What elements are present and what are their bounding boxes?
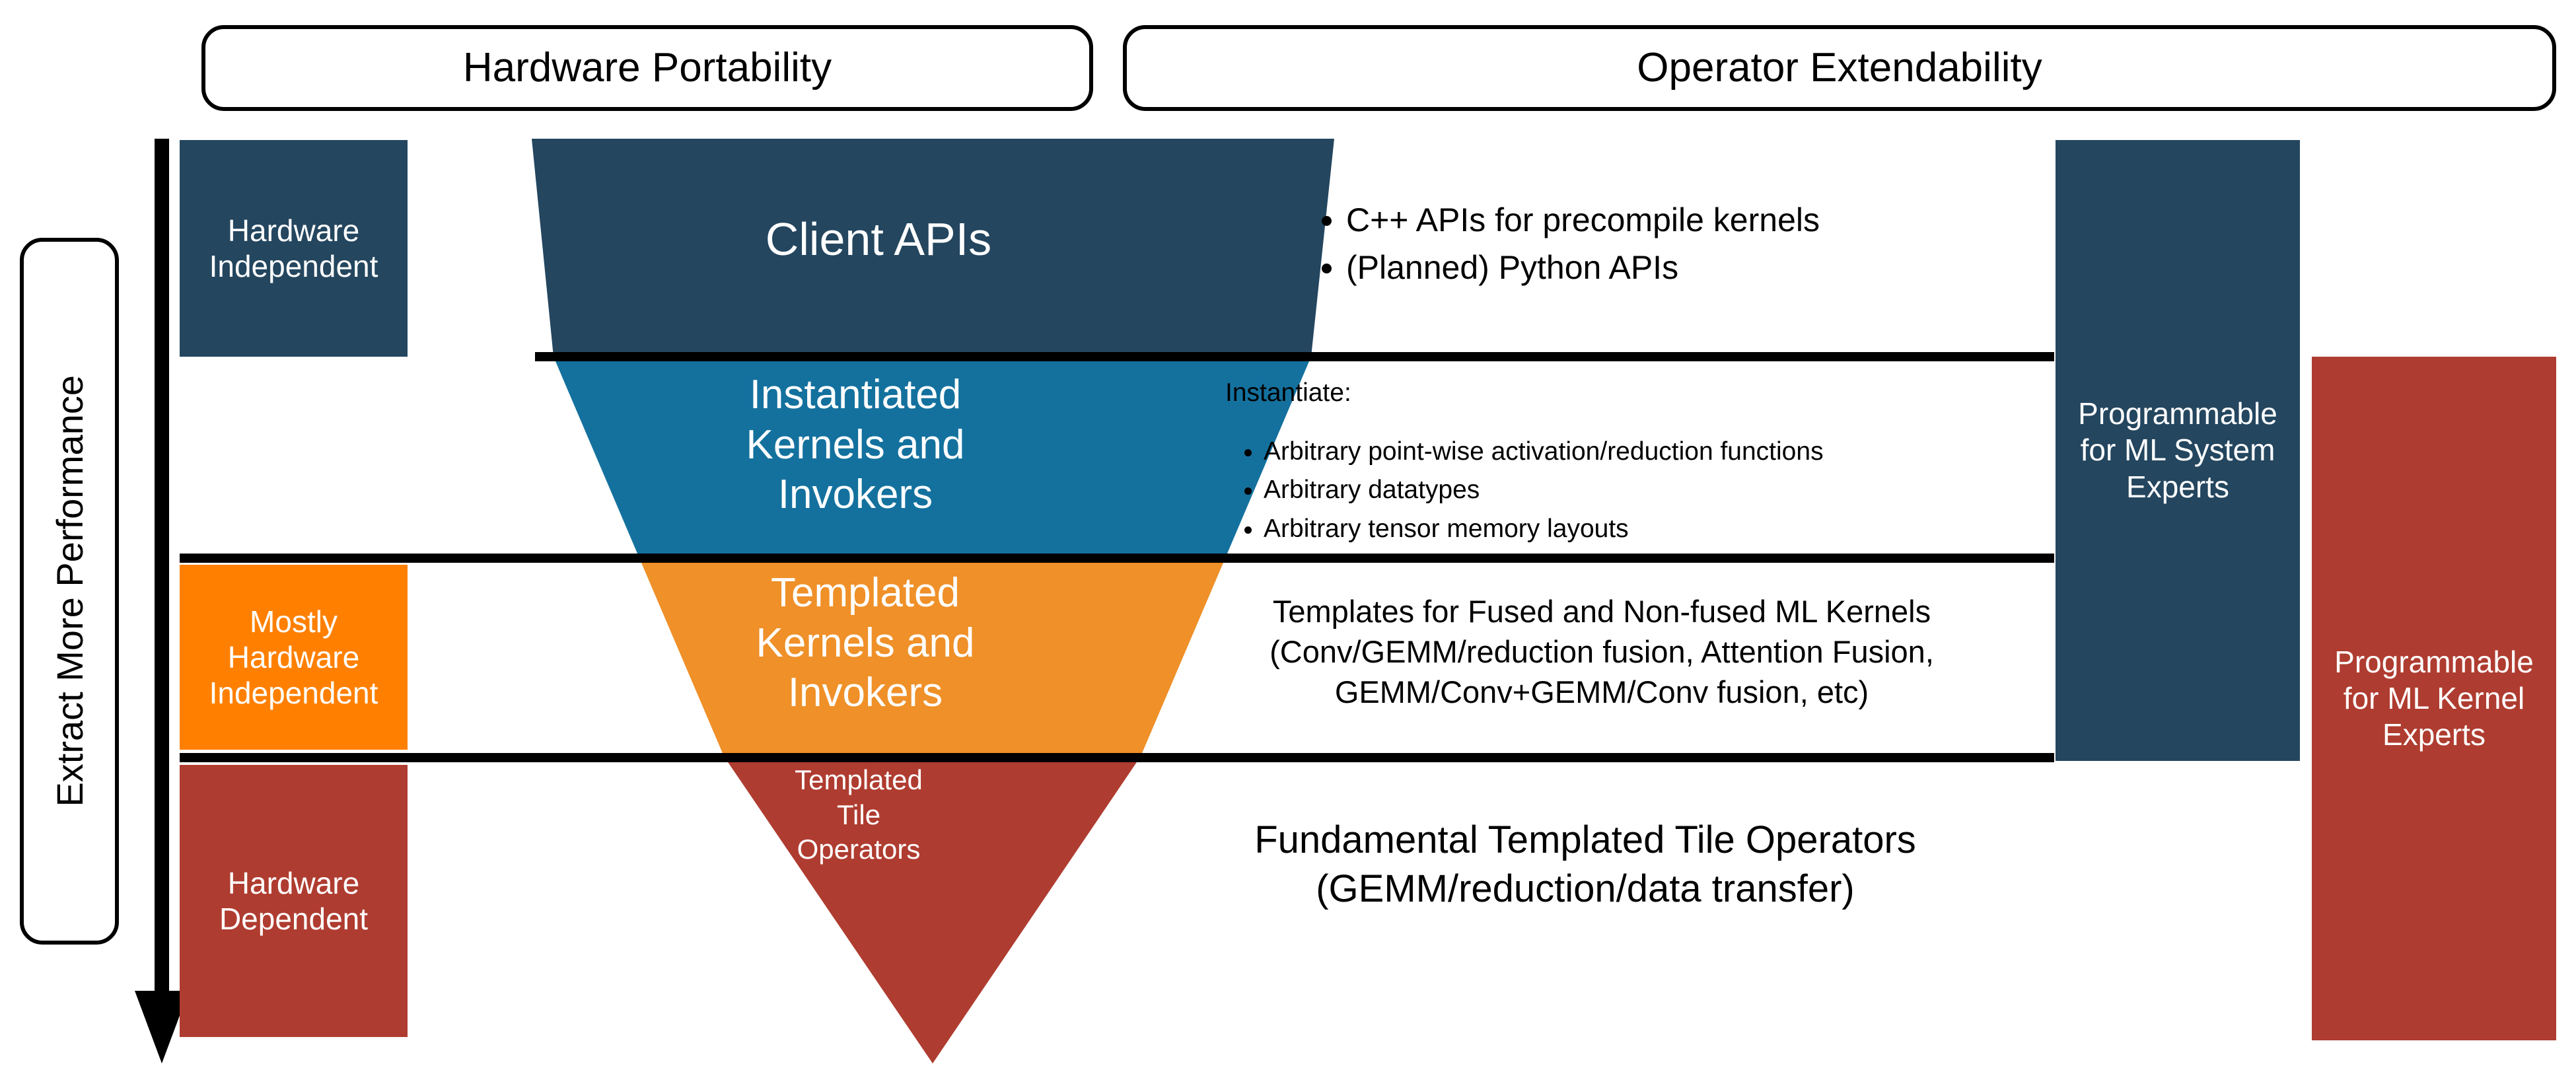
desc-bullet: C++ APIs for precompile kernels <box>1346 198 2028 243</box>
header-operator-extendability-label: Operator Extendability <box>1637 44 2042 90</box>
desc-bullet: Arbitrary point-wise activation/reductio… <box>1264 434 2038 470</box>
header-hardware-portability: Hardware Portability <box>201 25 1093 111</box>
extract-more-performance-label: Extract More Performance <box>48 375 90 807</box>
desc-line: (GEMM/reduction/data transfer) <box>1316 867 1855 911</box>
desc-bullet: Arbitrary tensor memory layouts <box>1264 511 2038 548</box>
expert-bar-ml-system: Programmable for ML System Experts <box>2056 140 2300 761</box>
divider-rule-1 <box>535 352 2054 361</box>
desc-line: Templates for Fused and Non-fused ML Ker… <box>1272 594 1931 629</box>
desc-instantiated: Instantiate: Arbitrary point-wise activa… <box>1225 375 2038 550</box>
hardware-level-block-independent: Hardware Independent <box>180 140 408 357</box>
hardware-level-label: Mostly Hardware Independent <box>209 604 378 711</box>
funnel-band-client-apis <box>532 139 1334 357</box>
expert-bar-label: Programmable for ML System Experts <box>2078 396 2277 504</box>
desc-client-apis-list: C++ APIs for precompile kernels (Planned… <box>1308 198 2028 290</box>
desc-line: Fundamental Templated Tile Operators <box>1254 818 1916 861</box>
desc-client-apis: C++ APIs for precompile kernels (Planned… <box>1308 198 2028 293</box>
desc-instantiated-list: Arbitrary point-wise activation/reductio… <box>1225 434 2038 548</box>
hardware-level-block-dependent: Hardware Dependent <box>180 765 408 1037</box>
desc-tile-operators: Fundamental Templated Tile Operators (GE… <box>1123 816 2048 914</box>
hardware-level-label: Hardware Independent <box>209 213 378 283</box>
funnel-band-tile-operators <box>724 756 1141 1063</box>
desc-line: (Conv/GEMM/reduction fusion, Attention F… <box>1270 634 1934 670</box>
desc-bullet: Arbitrary datatypes <box>1264 472 2038 509</box>
divider-rule-3 <box>180 753 2054 762</box>
funnel-band-instantiated <box>554 357 1311 558</box>
desc-instantiate-intro: Instantiate: <box>1225 378 1351 407</box>
header-operator-extendability: Operator Extendability <box>1123 25 2556 111</box>
extract-more-performance-capsule: Extract More Performance <box>20 238 119 945</box>
funnel-band-templated-kernels <box>639 558 1225 756</box>
desc-line: GEMM/Conv+GEMM/Conv fusion, etc) <box>1334 674 1869 710</box>
down-arrow-icon <box>135 139 189 1063</box>
expert-bar-ml-kernel: Programmable for ML Kernel Experts <box>2312 357 2556 1040</box>
expert-bar-label: Programmable for ML Kernel Experts <box>2334 644 2534 752</box>
header-hardware-portability-label: Hardware Portability <box>462 44 832 90</box>
inverted-funnel <box>532 139 1334 1063</box>
hardware-level-label: Hardware Dependent <box>219 865 369 936</box>
divider-rule-2 <box>180 554 2054 563</box>
desc-bullet: (Planned) Python APIs <box>1346 246 2028 291</box>
desc-templated-kernels: Templates for Fused and Non-fused ML Ker… <box>1163 591 2041 712</box>
hardware-level-block-mostly-independent: Mostly Hardware Independent <box>180 565 408 750</box>
